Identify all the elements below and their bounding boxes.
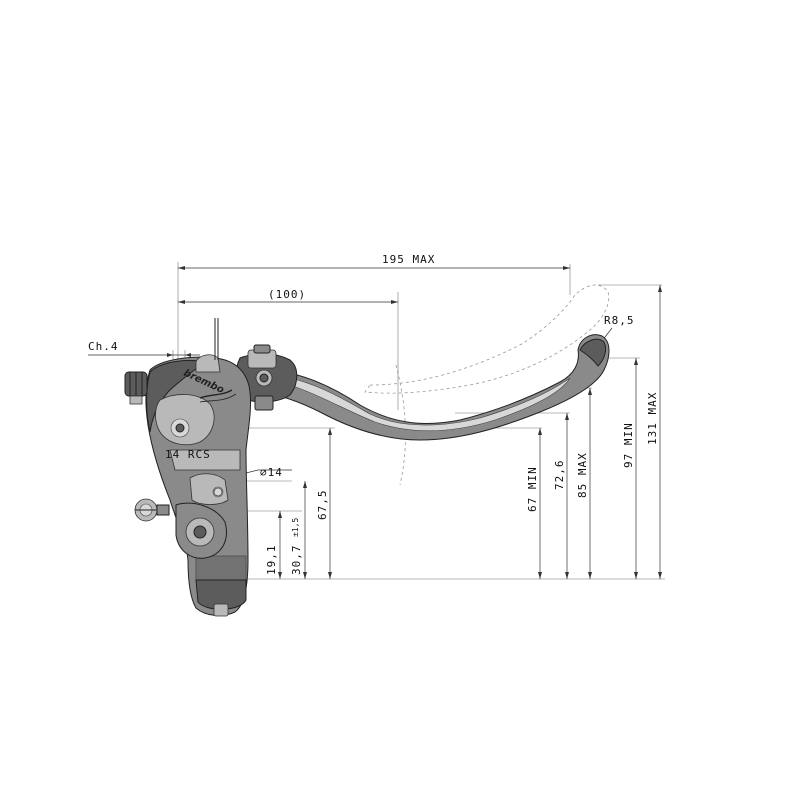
dim-lever-67-min: 67 MIN [526,466,539,512]
dim-lever-85-max: 85 MAX [576,452,589,498]
dim-tip-radius: R8,5 [604,314,635,327]
dim-overall-length: 195 MAX [382,253,435,266]
brake-lever-blade [261,334,610,441]
ghost-lever-outline [364,284,610,486]
dim-lever-131-max: 131 MAX [646,392,659,445]
dim-lever-97-min: 97 MIN [622,422,635,468]
dim-adjuster-key: Ch.4 [88,340,119,353]
label-master-cylinder: 14 RCS [165,448,211,461]
dim-bore-diameter: ∅14 [260,466,283,479]
dim-tolerance-30-7: ±1,5 [291,518,300,537]
reservoir-fitting [195,318,221,373]
brand-mark-icon [213,487,223,497]
dim-height-19-1: 19,1 [265,545,278,576]
lever-pivot-assembly [235,344,298,411]
racing-logo-icon [199,389,237,403]
dimension-lines [88,266,662,579]
dim-pivot-to-center: (100) [268,288,306,301]
handlebar-clamp [175,502,227,559]
dim-height-67-5: 67,5 [316,490,329,521]
master-cylinder-body [145,356,251,617]
adjuster-knob-icon [124,371,148,405]
banjo-bolt-icon [134,498,170,522]
dim-height-30-7: 30,7 [290,545,303,576]
dim-lever-72-6: 72,6 [553,460,566,491]
